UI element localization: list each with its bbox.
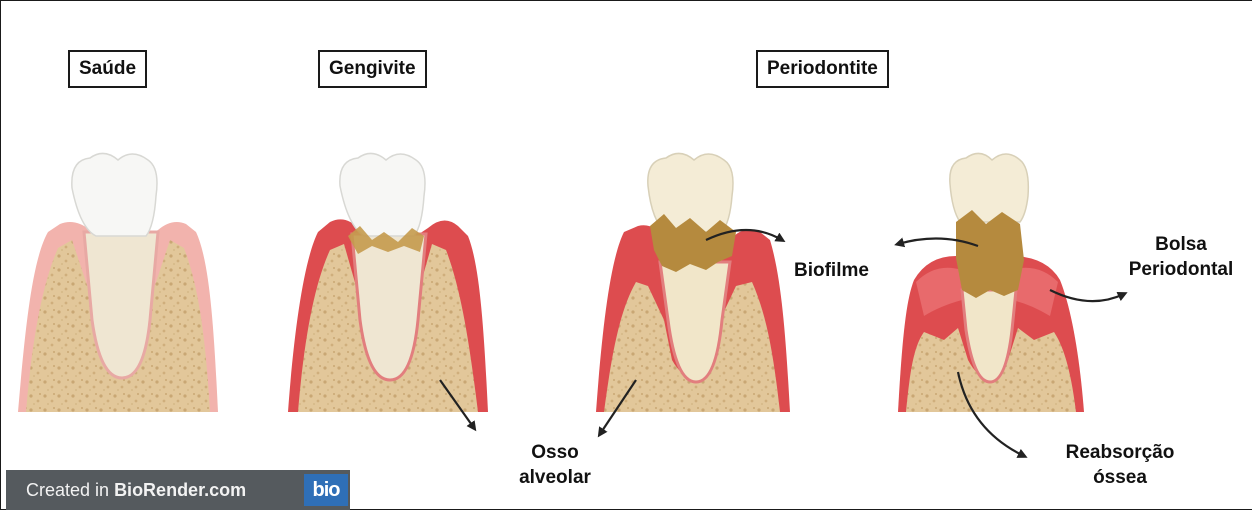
label-health: Saúde [68, 50, 147, 88]
label-gingivitis: Gengivite [318, 50, 427, 88]
credit-text: Created in BioRender.com [26, 470, 246, 510]
annotation-periodontal-pocket: Bolsa Periodontal [1118, 232, 1244, 282]
annotation-alveolar-bone: Osso alveolar [512, 440, 598, 490]
annotation-line: alveolar [512, 465, 598, 490]
annotation-line: Osso [512, 440, 598, 465]
annotation-line: óssea [1052, 465, 1188, 490]
biofilm-deposit [956, 210, 1024, 298]
gingivitis-tooth-illustration [288, 153, 488, 412]
annotation-line: Reabsorção [1052, 440, 1188, 465]
biorender-credit-bar[interactable]: Created in BioRender.com bio [6, 470, 350, 510]
annotation-line: Periodontal [1118, 257, 1244, 282]
annotation-biofilm: Biofilme [794, 258, 869, 283]
annotation-bone-resorption: Reabsorção óssea [1052, 440, 1188, 490]
tooth-crown [950, 153, 1029, 222]
biorender-logo-icon[interactable]: bio [304, 474, 348, 506]
credit-brand: BioRender.com [114, 480, 246, 500]
credit-prefix: Created in [26, 480, 114, 500]
label-periodontitis: Periodontite [756, 50, 889, 88]
tooth-crown [340, 153, 425, 236]
annotation-line: Bolsa [1118, 232, 1244, 257]
tooth-crown [72, 153, 157, 236]
healthy-tooth-illustration [18, 153, 218, 412]
advanced-periodontitis-tooth-illustration [898, 153, 1084, 412]
periodontitis-tooth-illustration [596, 153, 790, 412]
